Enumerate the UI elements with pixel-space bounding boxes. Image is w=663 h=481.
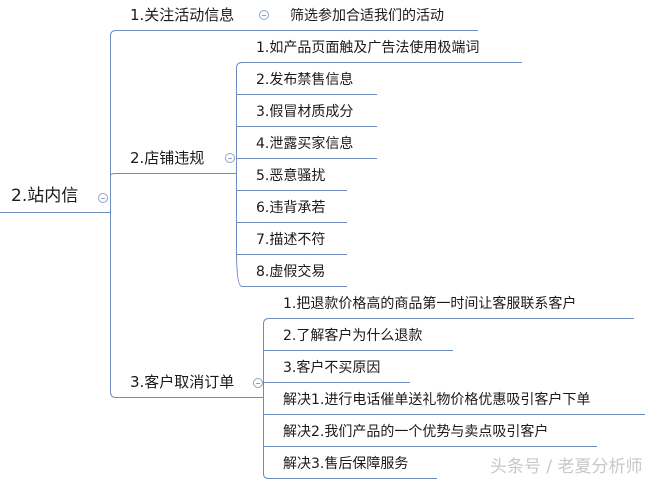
leaf-node[interactable]: 解决3.售后保障服务 xyxy=(283,456,409,472)
leaf-node[interactable]: 7.描述不符 xyxy=(256,232,326,248)
leaf-node[interactable]: 1.如产品页面触及广告法使用极端词 xyxy=(256,40,480,56)
branch-store-violation[interactable]: 2.店铺违规 xyxy=(130,149,205,167)
leaf-node[interactable]: 2.发布禁售信息 xyxy=(256,72,354,88)
leaf-node[interactable]: 解决1.进行电话催单送礼物价格优惠吸引客户下单 xyxy=(283,392,591,408)
leaf-node[interactable]: 1.把退款价格高的商品第一时间让客服联系客户 xyxy=(283,296,577,312)
branch-activity-info[interactable]: 1.关注活动信息 xyxy=(130,6,235,24)
leaf-node[interactable]: 6.违背承若 xyxy=(256,200,326,216)
watermark: 头条号 / 老夏分析师 xyxy=(490,457,643,477)
root-node[interactable]: 2.站内信 xyxy=(11,186,79,206)
leaf-node[interactable]: 3.客户不买原因 xyxy=(283,360,381,376)
branch-order-cancel[interactable]: 3.客户取消订单 xyxy=(130,373,235,391)
leaf-node[interactable]: 8.虚假交易 xyxy=(256,264,326,280)
leaf-node[interactable]: 5.恶意骚扰 xyxy=(256,168,326,184)
leaf-node[interactable]: 4.泄露买家信息 xyxy=(256,136,354,152)
collapse-icon[interactable] xyxy=(225,153,235,163)
collapse-icon[interactable] xyxy=(98,193,108,203)
collapse-icon[interactable] xyxy=(253,378,263,388)
leaf-node[interactable]: 2.了解客户为什么退款 xyxy=(283,328,423,344)
leaf-node[interactable]: 筛选参加合适我们的活动 xyxy=(290,8,444,24)
collapse-icon[interactable] xyxy=(259,10,269,20)
leaf-node[interactable]: 3.假冒材质成分 xyxy=(256,104,354,120)
leaf-node[interactable]: 解决2.我们产品的一个优势与卖点吸引客户 xyxy=(283,424,549,440)
